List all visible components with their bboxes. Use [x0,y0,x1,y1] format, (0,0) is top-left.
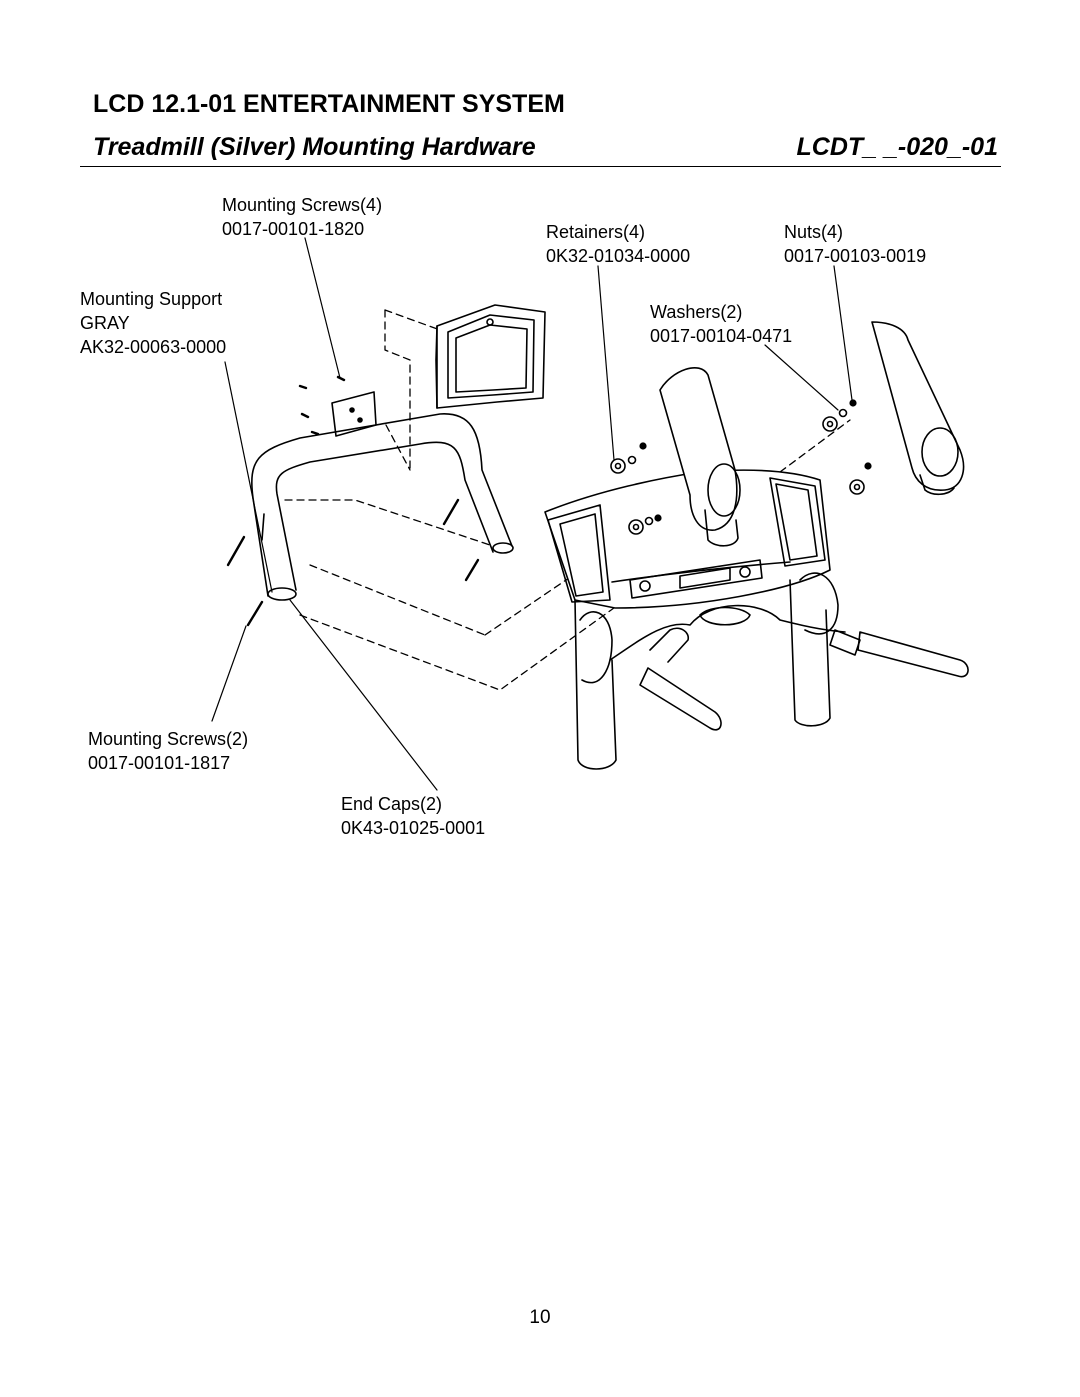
upright-cover-right [871,321,965,496]
callout-part-number: 0K43-01025-0001 [341,818,486,838]
mounting-support [251,413,514,601]
lcd-monitor [435,304,546,409]
callout-color: GRAY [80,313,130,333]
callout-mounting-screws-2: Mounting Screws(2) 0017-00101-1817 [88,727,248,775]
callout-name: End Caps(2) [341,794,443,814]
callout-end-caps: End Caps(2) 0K43-01025-0001 [341,792,485,840]
callout-nuts: Nuts(4) 0017-00103-0019 [784,220,926,268]
page-subtitle: Treadmill (Silver) Mounting Hardware [93,133,536,161]
callout-retainers: Retainers(4) 0K32-01034-0000 [546,220,690,268]
callout-washers: Washers(2) 0017-00104-0471 [650,300,792,348]
callout-mounting-screws-4: Mounting Screws(4) 0017-00101-1820 [222,193,382,241]
callout-part-number: 0017-00103-0019 [784,246,927,266]
callout-name: Mounting Screws(2) [88,729,249,749]
page-number: 10 [529,1307,551,1328]
mounting-screws-2 [226,498,480,627]
callout-name: Mounting Support [80,289,223,309]
washers [627,408,848,526]
callout-part-number: 0017-00101-1817 [88,753,231,773]
nuts [639,399,872,522]
leader-lines [211,237,853,791]
treadmill-console [544,469,846,770]
retainers [610,416,865,535]
callout-name: Washers(2) [650,302,743,322]
callout-part-number: 0017-00104-0471 [650,326,793,346]
assembly-lines [284,309,851,691]
handlebar-grips [639,627,969,731]
exploded-diagram [211,237,969,791]
mounting-screws-4 [298,375,346,436]
callout-part-number: 0K32-01034-0000 [546,246,691,266]
callout-name: Mounting Screws(4) [222,195,383,215]
callout-name: Nuts(4) [784,222,844,242]
callout-part-number: 0017-00101-1820 [222,219,365,239]
callout-mounting-support: Mounting Support GRAY AK32-00063-0000 [80,287,226,359]
part-code: LCDT_ _-020_-01 [796,133,998,161]
page-title: LCD 12.1-01 ENTERTAINMENT SYSTEM [93,90,565,118]
upright-cover-left [659,366,741,547]
callout-part-number: AK32-00063-0000 [80,337,227,357]
header-rule [80,166,1001,167]
callout-name: Retainers(4) [546,222,646,242]
